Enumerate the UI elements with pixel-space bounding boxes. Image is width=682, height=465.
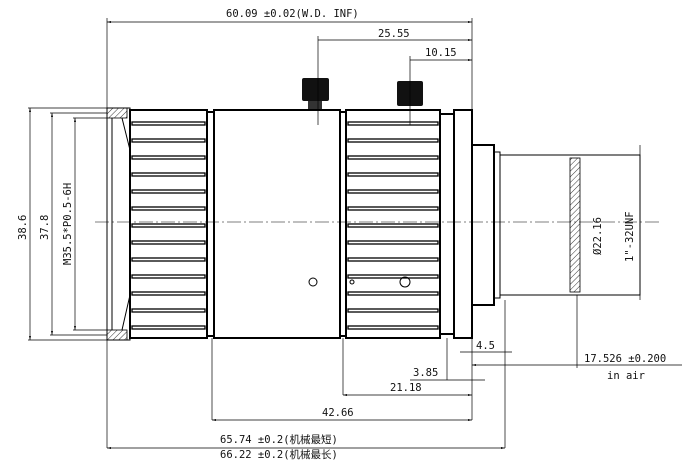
- grip-rib: [131, 274, 206, 279]
- dim-working-distance: 60.09 ±0.02(W.D. INF): [226, 8, 359, 20]
- grip-rib: [347, 308, 439, 313]
- grip-rib: [131, 240, 206, 245]
- lens-body: [106, 107, 641, 341]
- grip-rib: [347, 189, 439, 194]
- grip-rib: [131, 189, 206, 194]
- dim-filter-thread: M35.5*P0.5-6H: [62, 183, 74, 265]
- lock-knob-focus[interactable]: [302, 78, 329, 109]
- grip-rib: [347, 240, 439, 245]
- grip-rib: [347, 172, 439, 177]
- dim-length-min: 65.74 ±0.2(机械最短): [220, 433, 338, 446]
- grip-rib: [347, 257, 439, 262]
- dim-back-focus-note: in air: [607, 370, 645, 382]
- dim-mid-length: 42.66: [322, 407, 354, 419]
- grip-rib: [347, 138, 439, 143]
- dim-mount-diameter: Ø22.16: [592, 217, 604, 255]
- grip-rib: [131, 291, 206, 296]
- front-grip-ribs: [131, 121, 206, 330]
- dim-ring-gap: 3.85: [413, 367, 438, 379]
- grip-rib: [347, 325, 439, 330]
- grip-rib: [131, 325, 206, 330]
- grip-rib: [131, 138, 206, 143]
- grip-rib: [347, 223, 439, 228]
- dim-flange-step: 4.5: [476, 340, 495, 352]
- dim-length-max: 66.22 ±0.2(机械最长): [220, 448, 338, 461]
- dim-mount-thread: 1"-32UNF: [624, 211, 636, 262]
- grip-rib: [347, 274, 439, 279]
- grip-rib: [347, 291, 439, 296]
- grip-rib: [131, 223, 206, 228]
- grip-rib: [131, 155, 206, 160]
- grip-rib: [347, 121, 439, 126]
- grip-rib: [131, 206, 206, 211]
- grip-rib: [131, 172, 206, 177]
- grip-rib: [347, 155, 439, 160]
- grip-rib: [131, 308, 206, 313]
- dim-rear-ring: 21.18: [390, 382, 422, 394]
- dim-knob-iris: 10.15: [425, 47, 457, 59]
- dim-back-focus: 17.526 ±0.200: [584, 353, 666, 365]
- dim-outer-diameter: 38.6: [17, 215, 29, 240]
- grip-rib: [347, 206, 439, 211]
- dim-knob-focus: 25.55: [378, 28, 410, 40]
- rear-grip-ribs: [347, 121, 439, 330]
- grip-rib: [131, 257, 206, 262]
- grip-rib: [131, 121, 206, 126]
- extension-lines: [28, 18, 641, 448]
- dim-inner-diameter: 37.8: [39, 215, 51, 240]
